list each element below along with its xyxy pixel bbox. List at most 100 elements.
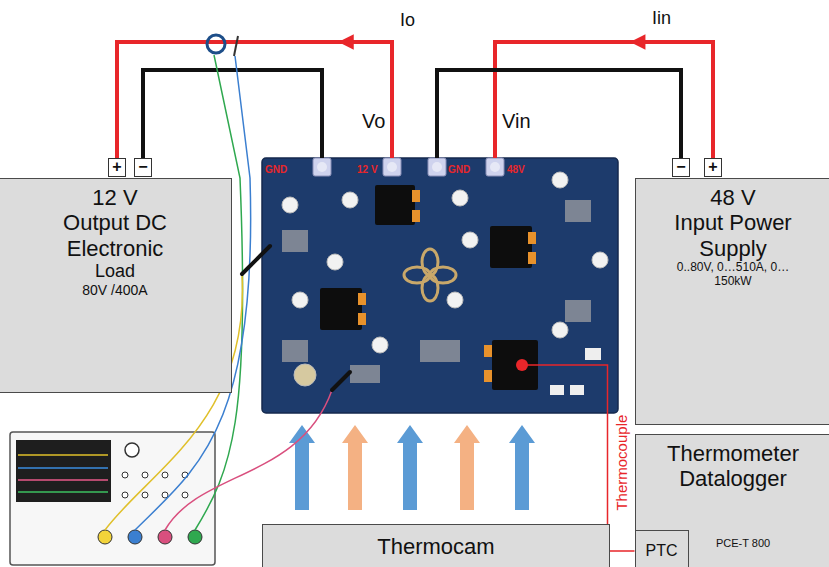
arrow-head [338,34,353,49]
pcb-board [552,322,568,338]
pcb-board [490,162,500,172]
voltage-label: Vo [362,110,385,133]
node-text: − [138,158,147,176]
pcb-board [528,252,536,264]
pcb-board [282,340,308,362]
oscilloscope [16,440,111,502]
probe-tips [242,246,270,274]
oscilloscope [122,492,128,498]
current-clamp [207,35,225,53]
heat-arrow [454,425,480,510]
pcb-board [262,158,618,413]
wire-line [117,42,392,158]
oscilloscope [98,530,112,544]
node-text: GND [448,164,470,176]
node-text: 48 V [710,185,755,210]
pcb-board [412,210,420,222]
node-text: 80V /400A [82,282,147,298]
terminal-box: + [704,158,722,177]
pcb-board [412,190,420,202]
thermocouple-tip [516,359,528,371]
pcb-board [447,292,463,308]
ptc-box: PTC [635,530,689,567]
pcb-board [452,190,468,206]
heat-arrow [342,425,368,510]
node-text: 12 V [357,164,378,176]
pcb-board [320,185,538,390]
oscilloscope [182,492,188,498]
pcb-board [430,267,456,283]
node-text: + [112,158,121,176]
pcb-board [282,230,308,252]
pcb-board [342,192,358,208]
pcb-board [420,340,460,362]
heat-arrow [397,425,423,510]
probe-tips [332,372,350,390]
pcb-board [462,232,478,248]
pcb-board [428,158,446,176]
pcb-board [565,300,591,322]
pcb-board [313,158,331,176]
node-text: Thermocam [377,534,494,559]
power-supply-box: 48 VInput Power Supply0..80V, 0…510A, 0…… [635,178,829,425]
pcb-board [552,172,568,188]
node-text: Thermometer Datalogger [648,441,818,492]
pcb-board [294,364,316,386]
heat-arrow-shape [509,425,535,510]
oscilloscope [188,530,202,544]
pcb-board [528,232,536,244]
probe-tips [242,246,350,390]
thermocam-box: Thermocam [262,524,610,567]
node-text: 12 V [92,185,137,210]
oscilloscope [10,432,215,565]
pcb-board [565,200,591,222]
pcb-board [317,162,500,172]
terminal-box: − [672,158,690,177]
pcb-board [262,158,618,413]
pcb-board [282,197,298,213]
pcb-board-node: GND12 VGND48V [262,158,618,413]
oscilloscope [18,479,108,481]
node-text: − [676,158,685,176]
oscilloscope [142,492,148,498]
node-text: Output DC Electronic [40,210,190,261]
node-text: Load [95,261,135,282]
node-text: PCE-T 800 [716,537,770,550]
pcb-board [387,162,397,172]
pcb-board [358,293,366,305]
current-clamp [234,36,238,56]
electronic-load-box: 12 VOutput DC ElectronicLoad80V /400A [0,178,232,393]
oscilloscope [162,472,168,478]
oscilloscope [125,443,139,457]
probe-wires [165,390,332,530]
wire-line [437,70,681,158]
pcb-board [327,254,343,270]
current-clamp [207,35,238,56]
pcb-board [490,226,532,268]
heat-arrow-shape [342,425,368,510]
terminal-box: − [134,158,152,177]
node-text: 48V [507,164,525,176]
oscilloscope [10,432,215,565]
pcb-board [550,385,564,395]
heat-arrow-shape [397,425,423,510]
oscilloscope [18,467,108,469]
oscilloscope [18,491,108,493]
terminal-box: + [108,158,126,177]
pcb-board [358,190,536,382]
pcb-board [484,370,492,382]
pcb-board [372,337,388,353]
pcb-board [592,252,608,268]
pcb-board [292,292,308,308]
wire-connector [117,34,392,158]
node-text: Input Power Supply [658,210,808,261]
pcb-board [486,158,504,176]
pcb-board [432,162,442,172]
pcb-board [585,348,601,360]
pcb-board [320,288,362,330]
oscilloscope [18,454,108,456]
heat-arrow [509,425,535,510]
wire-connector [437,70,681,158]
